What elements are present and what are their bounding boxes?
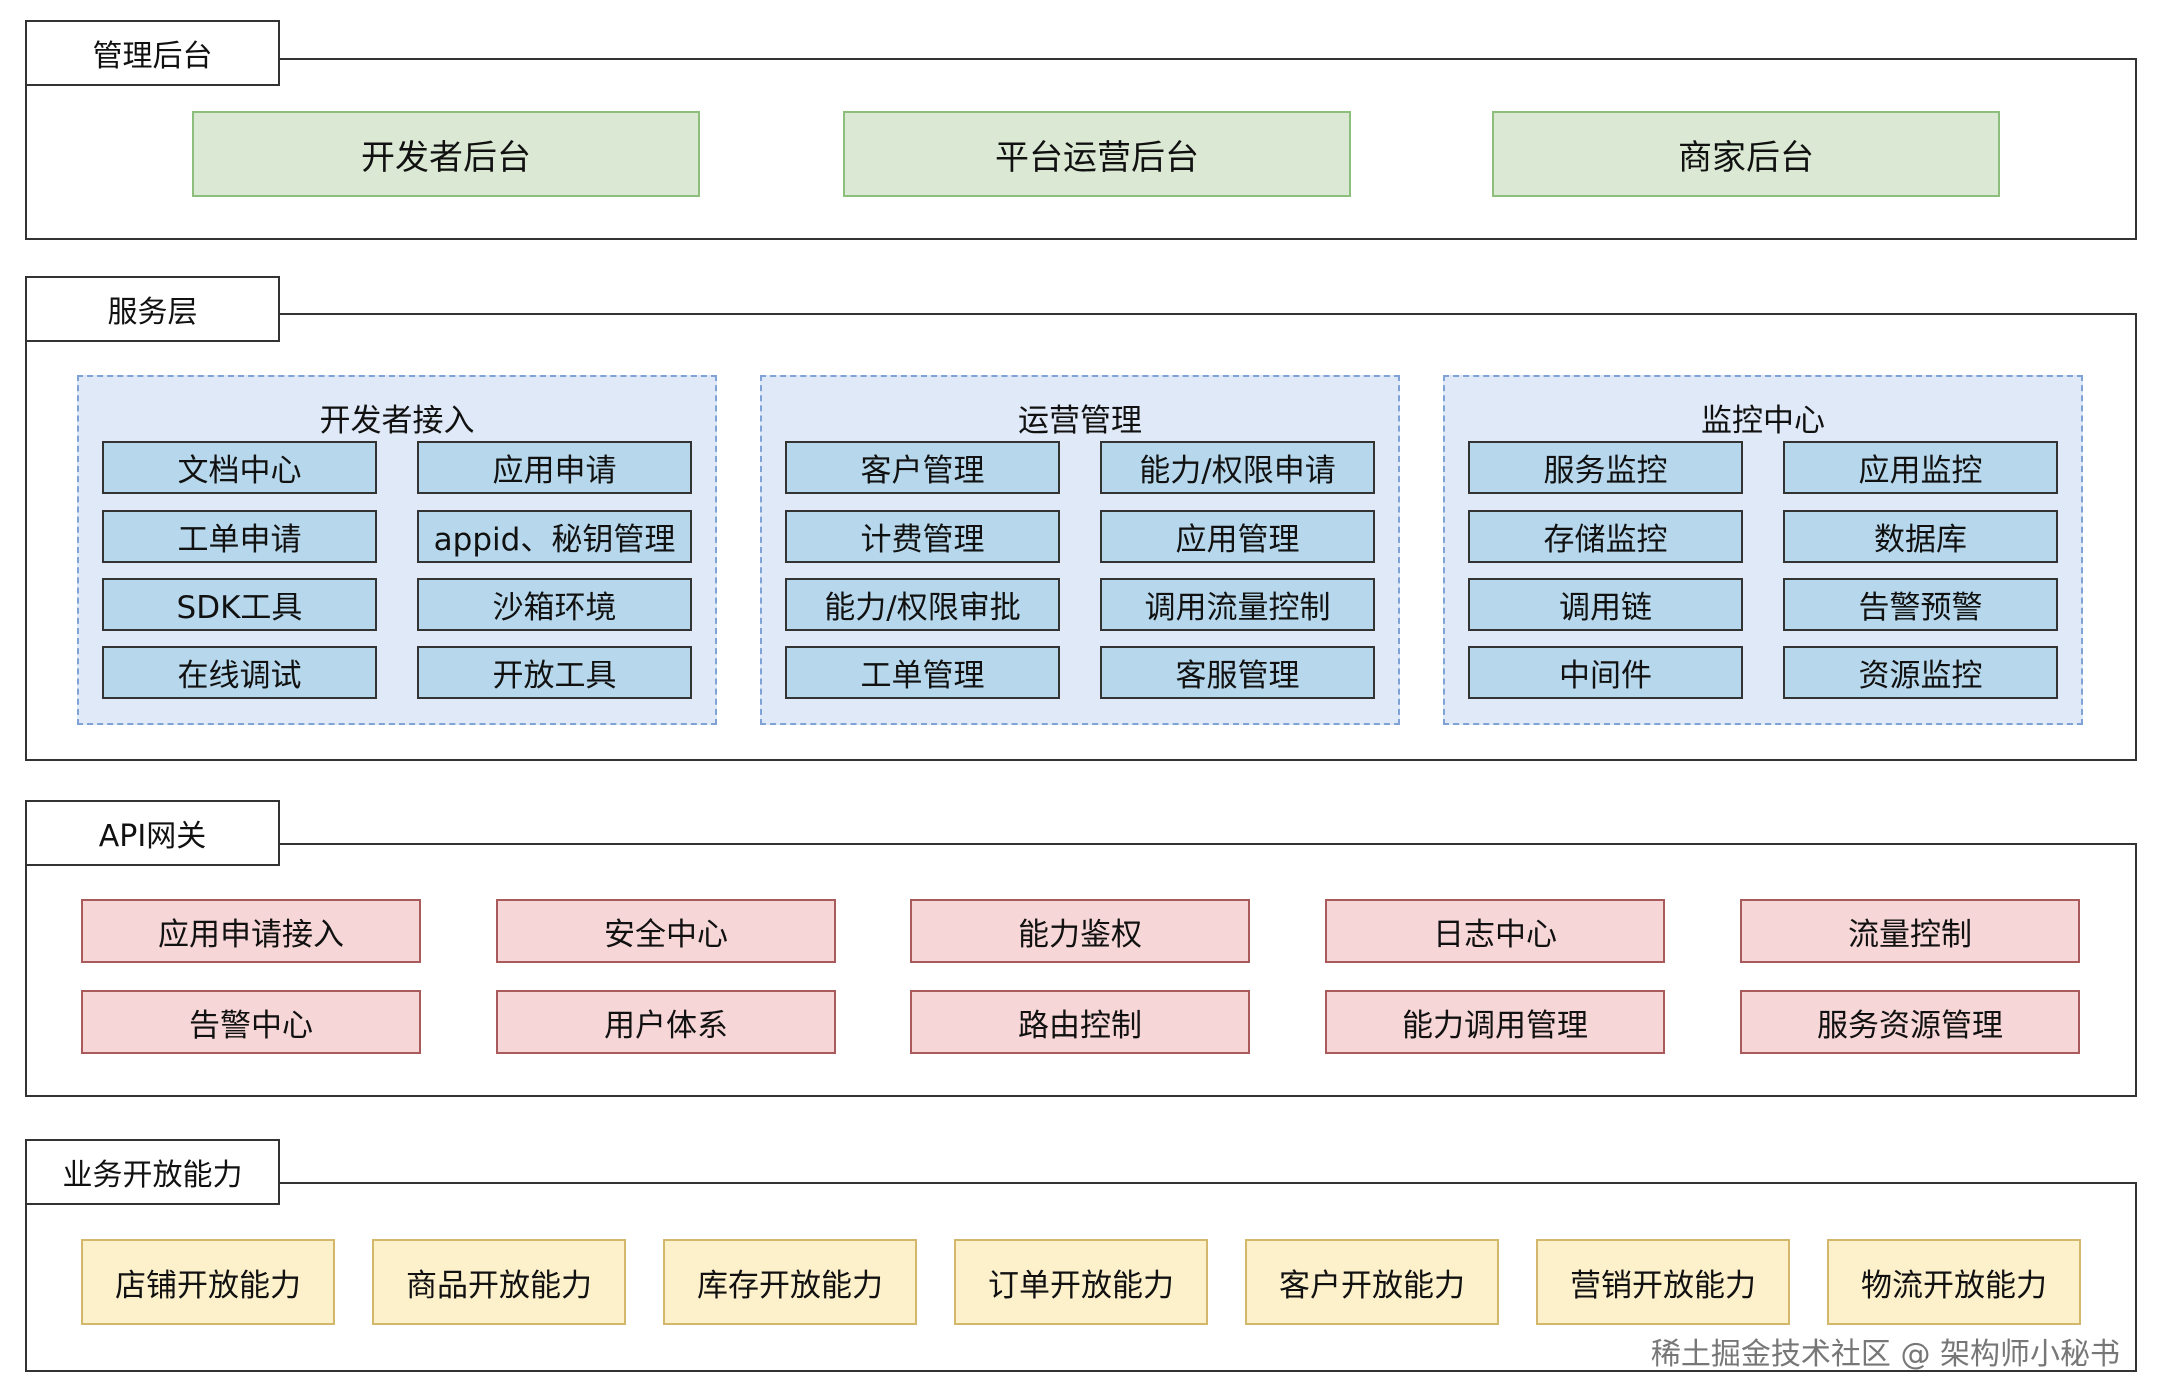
gateway-item: 流量控制: [1740, 899, 2080, 963]
gateway-item: 安全中心: [496, 899, 836, 963]
business-item: 订单开放能力: [954, 1239, 1208, 1325]
service-item: 资源监控: [1783, 646, 2058, 699]
service-item: 告警预警: [1783, 578, 2058, 631]
business-item: 物流开放能力: [1827, 1239, 2081, 1325]
service-item: 应用管理: [1100, 510, 1375, 563]
management-layer-title: 管理后台: [25, 20, 280, 86]
service-item: 数据库: [1783, 510, 2058, 563]
service-item: 沙箱环境: [417, 578, 692, 631]
gateway-item: 能力鉴权: [910, 899, 1250, 963]
api-gateway-layer: [25, 843, 2137, 1097]
developer-console-box: 开发者后台: [192, 111, 700, 197]
business-item: 库存开放能力: [663, 1239, 917, 1325]
service-item: 工单管理: [785, 646, 1060, 699]
service-item: 客户管理: [785, 441, 1060, 494]
service-item: SDK工具: [102, 578, 377, 631]
service-item: 服务监控: [1468, 441, 1743, 494]
service-item: 文档中心: [102, 441, 377, 494]
service-item: appid、秘钥管理: [417, 510, 692, 563]
service-item: 能力/权限申请: [1100, 441, 1375, 494]
watermark: 稀土掘金技术社区 @ 架构师小秘书: [1650, 1337, 2120, 1372]
merchant-console-box: 商家后台: [1492, 111, 2000, 197]
gateway-item: 应用申请接入: [81, 899, 421, 963]
service-item: 在线调试: [102, 646, 377, 699]
business-capability-layer-title: 业务开放能力: [25, 1139, 280, 1205]
service-item: 存储监控: [1468, 510, 1743, 563]
api-gateway-layer-title: API网关: [25, 800, 280, 866]
platform-operations-console-box: 平台运营后台: [843, 111, 1351, 197]
service-item: 工单申请: [102, 510, 377, 563]
service-item: 中间件: [1468, 646, 1743, 699]
monitoring-center-title: 监控中心: [1701, 403, 1825, 439]
service-item: 调用链: [1468, 578, 1743, 631]
business-item: 店铺开放能力: [81, 1239, 335, 1325]
gateway-item: 路由控制: [910, 990, 1250, 1054]
business-item: 商品开放能力: [372, 1239, 626, 1325]
gateway-item: 用户体系: [496, 990, 836, 1054]
gateway-item: 告警中心: [81, 990, 421, 1054]
service-item: 调用流量控制: [1100, 578, 1375, 631]
service-layer-title: 服务层: [25, 276, 280, 342]
service-item: 能力/权限审批: [785, 578, 1060, 631]
business-item: 客户开放能力: [1245, 1239, 1499, 1325]
gateway-item: 能力调用管理: [1325, 990, 1665, 1054]
service-item: 客服管理: [1100, 646, 1375, 699]
gateway-item: 日志中心: [1325, 899, 1665, 963]
operations-management-title: 运营管理: [1018, 403, 1142, 439]
business-item: 营销开放能力: [1536, 1239, 1790, 1325]
service-item: 应用申请: [417, 441, 692, 494]
service-item: 应用监控: [1783, 441, 2058, 494]
service-item: 开放工具: [417, 646, 692, 699]
service-item: 计费管理: [785, 510, 1060, 563]
developer-access-title: 开发者接入: [319, 403, 475, 439]
gateway-item: 服务资源管理: [1740, 990, 2080, 1054]
